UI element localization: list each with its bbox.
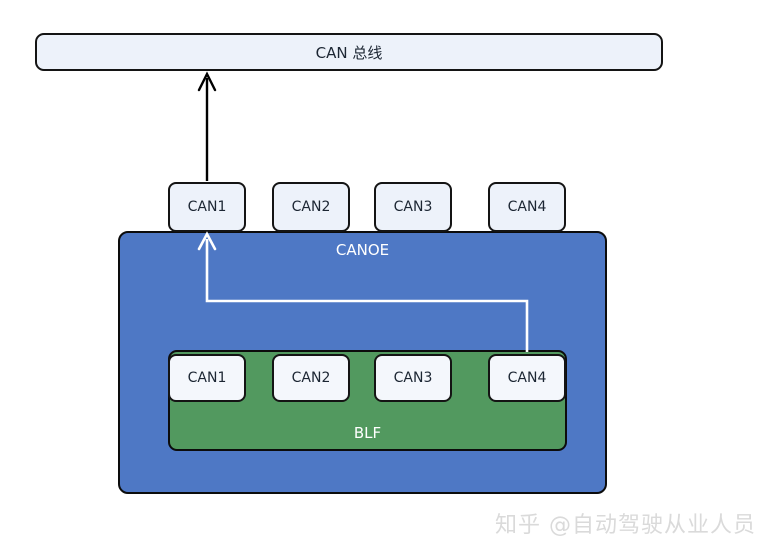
canoe-port-can4-label: CAN4 — [507, 199, 547, 215]
can-bus-node: CAN 总线 — [35, 33, 663, 71]
canoe-port-can1: CAN1 — [168, 182, 246, 232]
canoe-label: CANOE — [335, 241, 390, 259]
blf-channel-can2-label: CAN2 — [291, 370, 331, 386]
zhihu-watermark: 知乎 @自动驾驶从业人员 — [495, 513, 756, 538]
can-bus-label: CAN 总线 — [315, 43, 383, 62]
canoe-port-can1-label: CAN1 — [187, 199, 227, 215]
blf-channel-can1: CAN1 — [168, 354, 246, 402]
canoe-port-can3: CAN3 — [374, 182, 452, 232]
blf-channel-can4-label: CAN4 — [507, 370, 547, 386]
blf-channel-can2: CAN2 — [272, 354, 350, 402]
blf-channel-can4: CAN4 — [488, 354, 566, 402]
canoe-port-can2: CAN2 — [272, 182, 350, 232]
blf-label: BLF — [353, 424, 382, 442]
blf-channel-can1-label: CAN1 — [187, 370, 227, 386]
can1-to-bus-arrow — [197, 71, 217, 181]
blf-channel-can3-label: CAN3 — [393, 370, 433, 386]
canoe-port-can3-label: CAN3 — [393, 199, 433, 215]
blf-channel-can3: CAN3 — [374, 354, 452, 402]
canoe-port-can4: CAN4 — [488, 182, 566, 232]
canoe-port-can2-label: CAN2 — [291, 199, 331, 215]
